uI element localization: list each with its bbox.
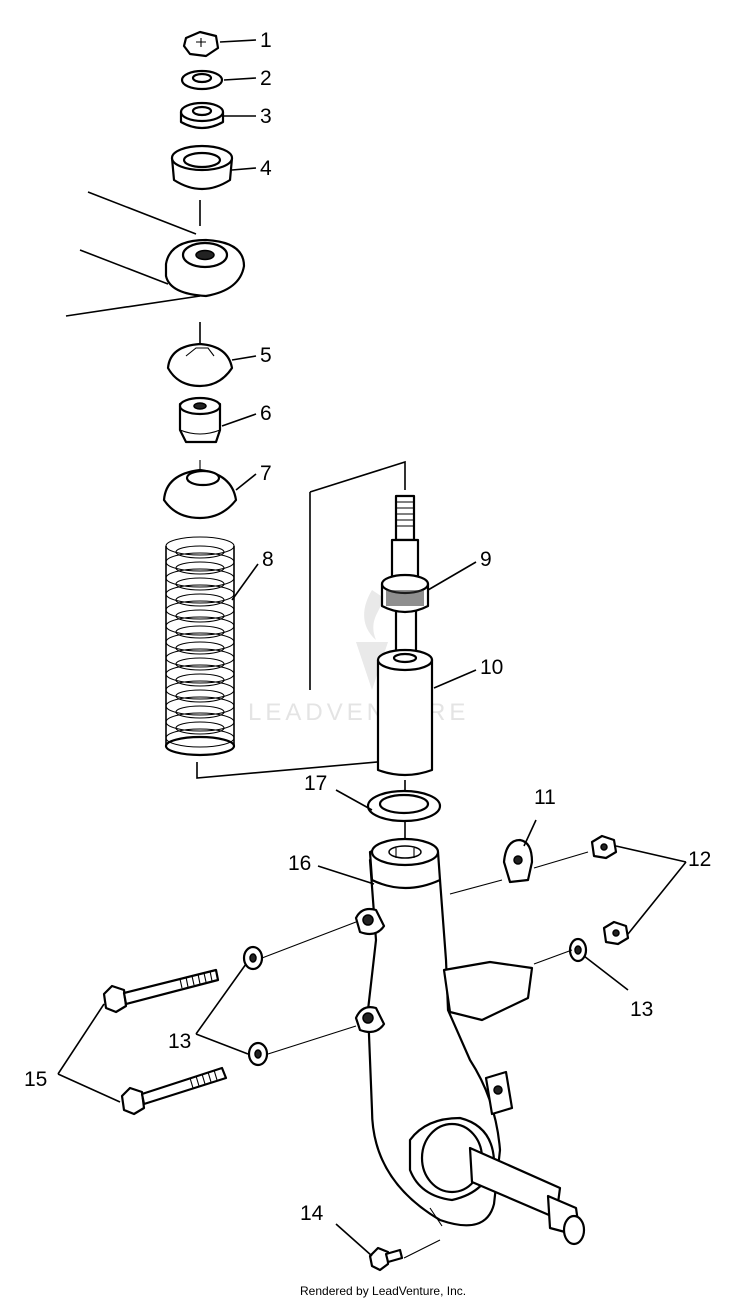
part-10-shock <box>376 494 434 777</box>
callout-17: 17 <box>304 772 327 795</box>
callout-15: 15 <box>24 1068 47 1091</box>
callout-8: 8 <box>262 548 274 571</box>
part-5-dome <box>166 342 234 388</box>
callout-9: 9 <box>480 548 492 571</box>
part-11-clip <box>502 838 534 884</box>
watermark: LEADVENTURE <box>248 590 469 726</box>
callout-6: 6 <box>260 402 272 425</box>
watermark-text: LEADVENTURE <box>248 699 469 726</box>
part-13-washer-right <box>568 937 588 963</box>
footer-credit: Rendered by LeadVenture, Inc. <box>300 1284 466 1298</box>
callout-3: 3 <box>260 105 272 128</box>
callout-16: 16 <box>288 852 311 875</box>
part-14-bolt <box>368 1246 404 1272</box>
leader-lines <box>57 39 687 1259</box>
callout-5: 5 <box>260 344 272 367</box>
callout-13-right: 13 <box>630 998 653 1021</box>
callout-13-left: 13 <box>168 1030 191 1053</box>
part-4-cup <box>170 144 234 191</box>
part-12-nut-upper <box>590 834 618 860</box>
part-9-bumper <box>380 573 430 614</box>
part-15-bolt-lower <box>120 1066 228 1116</box>
callout-12: 12 <box>688 848 711 871</box>
part-1-nut <box>182 30 220 58</box>
callout-11: 11 <box>534 786 556 809</box>
callout-10: 10 <box>480 656 503 679</box>
axis-lines <box>196 200 406 850</box>
part-6-spacer <box>178 396 222 444</box>
callout-labels: 1 2 3 4 5 6 7 8 9 10 11 12 13 13 14 15 1… <box>24 29 711 1225</box>
part-13-washer-upper-left <box>242 945 264 971</box>
callout-1: 1 <box>260 29 272 52</box>
part-2-washer <box>180 69 224 91</box>
upper-mount-arm <box>65 191 246 317</box>
part-16-knuckle <box>354 837 586 1246</box>
callout-4: 4 <box>260 157 272 180</box>
callout-14: 14 <box>300 1202 324 1225</box>
part-8-spring <box>164 536 236 757</box>
callout-7: 7 <box>260 462 272 485</box>
part-13-washer-lower-left <box>247 1041 269 1067</box>
part-12-nut-lower <box>602 920 630 946</box>
part-17-washer <box>366 789 442 823</box>
callout-2: 2 <box>260 67 272 90</box>
part-3-bushing <box>179 101 225 130</box>
part-15-bolt-upper <box>102 968 220 1014</box>
part-7-dome <box>162 460 238 520</box>
